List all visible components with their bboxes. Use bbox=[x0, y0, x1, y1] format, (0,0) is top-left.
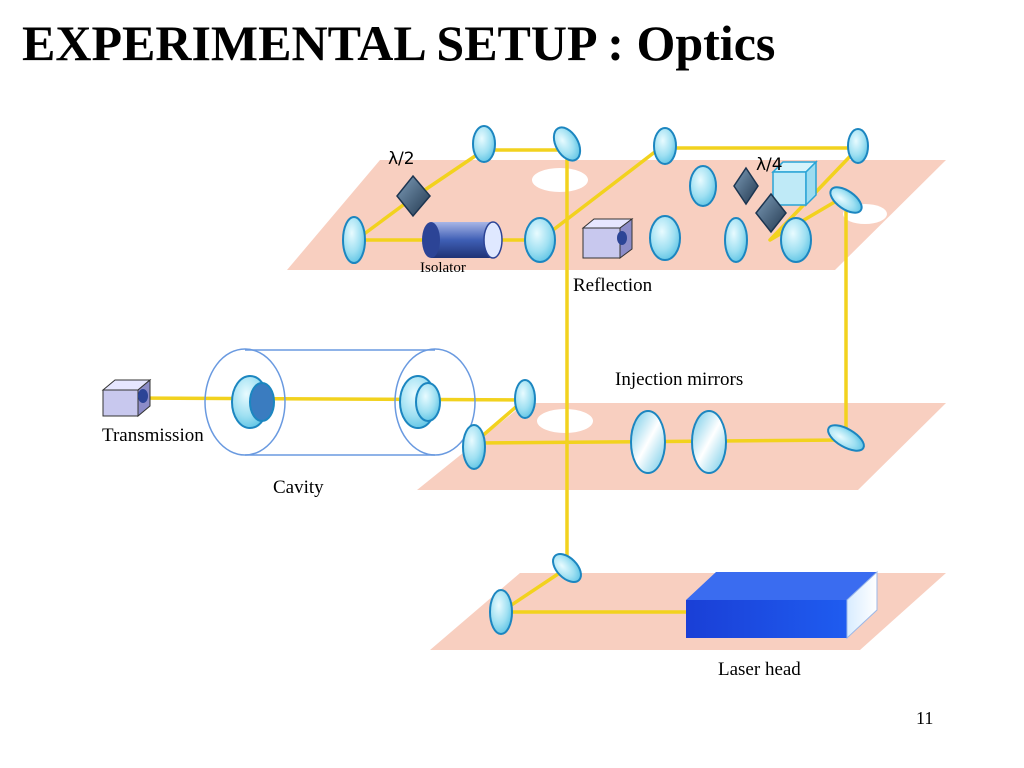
polarizer-plate bbox=[755, 192, 787, 234]
label-cavity: Cavity bbox=[273, 477, 324, 498]
lens-upper-2 bbox=[649, 215, 681, 261]
diagram-labels: λ/2 λ/4 Isolator Reflection Injection mi… bbox=[102, 149, 801, 680]
laser-head-side bbox=[846, 570, 878, 640]
mirror-upper-2 bbox=[552, 126, 582, 162]
label-transmission: Transmission bbox=[102, 425, 204, 446]
label-injection-mirrors: Injection mirrors bbox=[615, 369, 743, 390]
cavity-mirror-right-inner bbox=[415, 382, 441, 422]
mirror-upper-1 bbox=[472, 125, 496, 163]
upper-table-hole-left bbox=[532, 168, 588, 192]
label-laser-head: Laser head bbox=[718, 659, 801, 680]
mirror-lower-2 bbox=[489, 589, 513, 635]
label-reflection: Reflection bbox=[573, 275, 653, 296]
mirror-middle-right bbox=[827, 424, 865, 452]
lens-upper-5 bbox=[780, 217, 812, 263]
injection-mirror-1 bbox=[630, 410, 666, 474]
slide-title: EXPERIMENTAL SETUP : Optics bbox=[22, 15, 776, 71]
mirror-cavity-input-2 bbox=[462, 424, 486, 470]
cube-front bbox=[772, 171, 807, 206]
upper-table-optics bbox=[342, 125, 869, 264]
mirror-upper-left bbox=[342, 216, 366, 264]
laser-head bbox=[686, 570, 878, 640]
transmission-detector bbox=[101, 378, 152, 418]
lens-upper-1 bbox=[524, 217, 556, 263]
middle-table-hole bbox=[537, 409, 593, 433]
mirror-upper-4 bbox=[847, 128, 869, 164]
isolator bbox=[422, 221, 503, 259]
optical-cavity bbox=[204, 348, 476, 456]
cavity-mirror-left-inner bbox=[249, 382, 275, 422]
cavity-flange-left bbox=[204, 348, 286, 456]
mirror-upper-right bbox=[829, 186, 863, 214]
cavity-flange-right bbox=[394, 348, 476, 456]
laser-head-front bbox=[686, 600, 847, 638]
isolator-body bbox=[431, 222, 493, 258]
isolator-left-face bbox=[422, 222, 440, 258]
reflection-detector bbox=[581, 218, 634, 259]
mirror-lower-1 bbox=[552, 553, 582, 583]
page-number: 11 bbox=[916, 708, 934, 728]
quarter-wave-plate bbox=[733, 166, 759, 206]
middle-optical-table bbox=[417, 403, 946, 490]
transmission-detector-aperture bbox=[138, 389, 148, 403]
lens-upper-4 bbox=[724, 217, 748, 263]
lower-table-optics bbox=[489, 553, 878, 640]
half-wave-plate bbox=[396, 174, 431, 218]
cube-side bbox=[805, 160, 817, 207]
laser-head-top bbox=[686, 572, 877, 600]
injection-mirror-2 bbox=[691, 410, 727, 474]
middle-table-optics bbox=[462, 379, 865, 474]
isolator-right-face bbox=[483, 221, 503, 259]
reflection-detector-front bbox=[582, 227, 621, 259]
label-half-wave-plate: λ/2 bbox=[388, 149, 415, 169]
lens-upper-3 bbox=[689, 165, 717, 207]
transmission-detector-front bbox=[102, 389, 139, 417]
reflection-detector-aperture bbox=[617, 231, 627, 245]
mirror-upper-3 bbox=[653, 127, 677, 165]
label-quarter-wave-plate: λ/4 bbox=[756, 155, 783, 175]
label-isolator: Isolator bbox=[420, 260, 466, 276]
mirror-cavity-input-1 bbox=[514, 379, 536, 419]
beam-splitter-cube bbox=[771, 160, 818, 207]
